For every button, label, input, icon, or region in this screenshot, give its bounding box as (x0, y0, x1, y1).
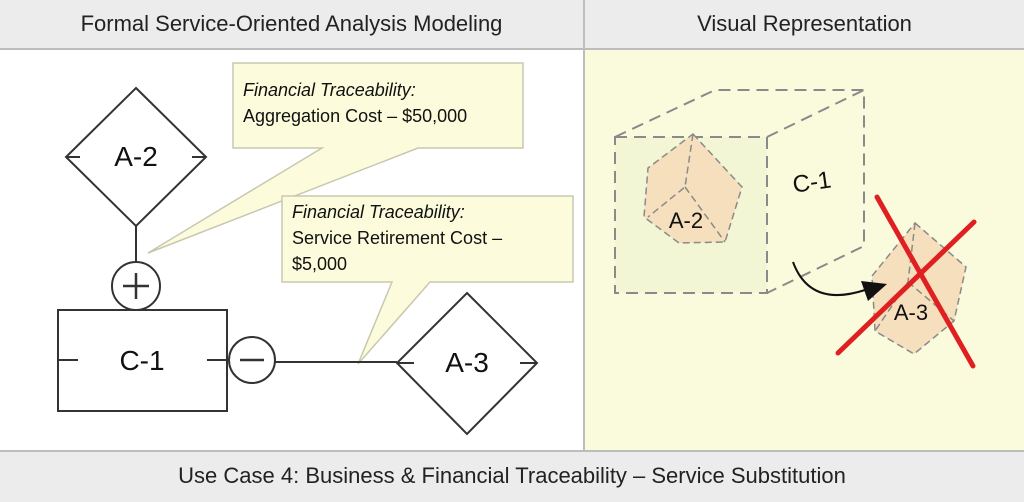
callout-1-title: Financial Traceability: (243, 80, 416, 100)
move-arrow (792, 261, 866, 297)
callout-2-line-1: Service Retirement Cost – (292, 228, 502, 248)
right-panel-title: Visual Representation (697, 11, 912, 36)
formal-modeling-panel: Financial Traceability: Aggregation Cost… (0, 50, 585, 450)
cube-label: C-1 (791, 167, 833, 199)
removed-cross-icon (835, 194, 977, 369)
retirement-callout (281, 195, 574, 365)
callout-2-title: Financial Traceability: (292, 202, 465, 222)
left-panel-title: Formal Service-Oriented Analysis Modelin… (0, 0, 585, 48)
a2-label: A-2 (114, 141, 158, 172)
a2-cube-shape (643, 132, 743, 244)
arrow-head-icon (861, 281, 887, 301)
c1-label: C-1 (119, 345, 164, 376)
c1-cube (614, 89, 865, 294)
a3-diamond (395, 291, 539, 436)
callout-2-line-2: $5,000 (292, 254, 347, 274)
formal-model-diagram: Financial Traceability: Aggregation Cost… (57, 62, 574, 436)
a3-label: A-3 (445, 347, 489, 378)
a3-cube-label: A-3 (894, 300, 928, 325)
callout-1-text: Aggregation Cost – $50,000 (243, 106, 467, 126)
visual-representation-panel: C-1 A-2 A-3 (585, 50, 1024, 450)
caption-footer: Use Case 4: Business & Financial Traceab… (0, 450, 1024, 502)
visual-diagram: C-1 A-2 A-3 (614, 89, 977, 369)
header-bar: Formal Service-Oriented Analysis Modelin… (0, 0, 1024, 50)
a2-cube-label: A-2 (669, 208, 703, 233)
